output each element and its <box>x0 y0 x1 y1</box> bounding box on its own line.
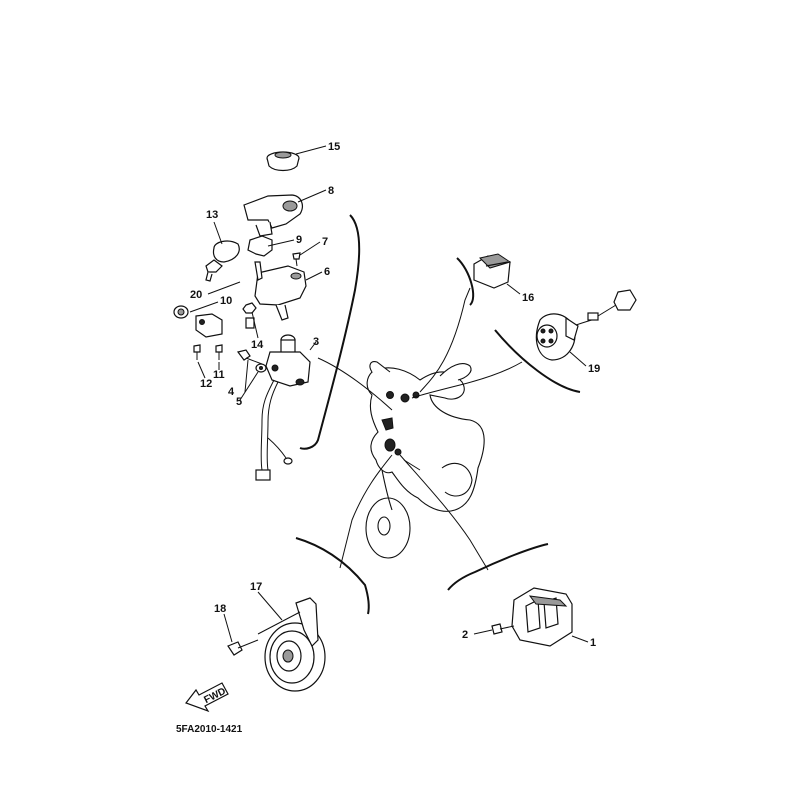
drawing-code: 5FA2010-1421 <box>176 724 243 735</box>
callout-16: 16 <box>522 292 534 304</box>
callout-12: 12 <box>200 378 212 390</box>
part-14-nut <box>242 302 257 329</box>
callout-5: 5 <box>236 396 242 408</box>
callout-19: 19 <box>588 363 600 375</box>
part-11-screw <box>215 344 223 360</box>
part-8-cover <box>243 194 303 237</box>
callout-15: 15 <box>328 141 340 153</box>
part-1-regulator <box>511 587 573 647</box>
callout-labels: 15 8 13 9 7 6 20 10 14 3 11 12 4 5 16 19… <box>190 141 600 649</box>
part-18-bolt <box>227 639 259 656</box>
part-16-relay <box>473 253 512 289</box>
callout-18: 18 <box>214 603 226 615</box>
part-20-ring <box>173 305 189 319</box>
callout-17: 17 <box>250 581 262 593</box>
part-5-washer <box>255 363 267 373</box>
callout-3: 3 <box>313 336 319 348</box>
callout-10: 10 <box>220 295 232 307</box>
callout-11: 11 <box>213 369 225 381</box>
part-2-screw <box>491 623 515 635</box>
callout-leaders <box>189 145 589 643</box>
callout-4: 4 <box>228 386 235 398</box>
callout-9: 9 <box>296 234 302 246</box>
part-7-screw <box>292 252 301 267</box>
part-3-main-switch <box>255 334 311 481</box>
callout-1: 1 <box>590 637 596 649</box>
fwd-arrow-icon: FWD <box>185 682 229 713</box>
callout-20: 20 <box>190 289 202 301</box>
callout-13: 13 <box>206 209 218 221</box>
region-boundaries <box>295 214 581 615</box>
part-15-cap <box>266 151 300 172</box>
scooter-silhouette <box>365 361 485 559</box>
part-17-horn <box>257 597 326 692</box>
callout-8: 8 <box>328 185 334 197</box>
part-4-bolt <box>236 349 263 365</box>
part-19-unit <box>535 289 637 361</box>
part-10-switch <box>195 313 223 338</box>
fwd-label: FWD <box>202 686 227 706</box>
callout-7: 7 <box>322 236 328 248</box>
part-13-knob <box>205 240 240 282</box>
part-12-screw <box>193 344 201 360</box>
callout-2: 2 <box>462 629 468 641</box>
part-9-pad <box>247 235 273 257</box>
ignition-switch-assembly <box>173 151 311 481</box>
callout-14: 14 <box>251 339 264 351</box>
callout-6: 6 <box>324 266 330 278</box>
part-6-bracket <box>254 261 307 321</box>
